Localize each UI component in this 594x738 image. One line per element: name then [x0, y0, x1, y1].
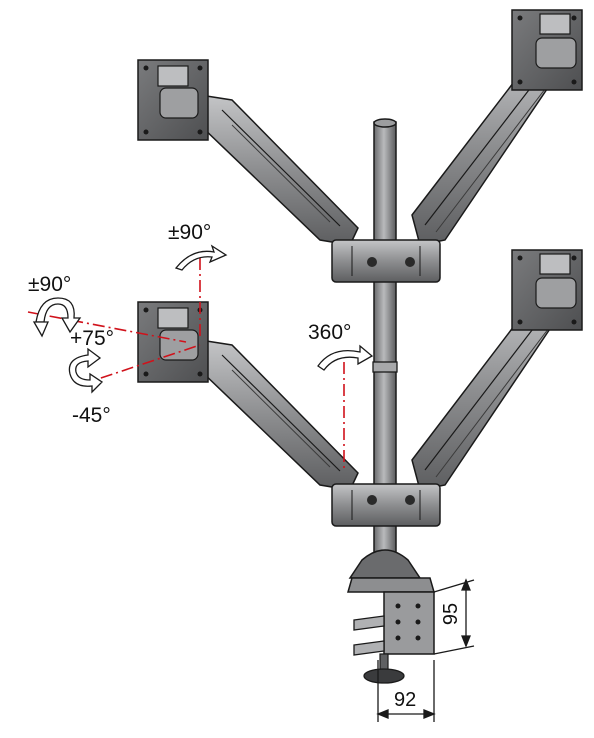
upper-collar: [331, 239, 441, 283]
pole-rotation-arrow-icon: [317, 344, 374, 371]
upper-left-vesa-plate: [137, 59, 209, 141]
clamp-width-dimension: 92: [394, 689, 417, 711]
center-pole: [372, 118, 398, 563]
lower-right-vesa-plate: [511, 249, 583, 331]
pole-rotation-label: 360°: [308, 321, 352, 344]
desk-clamp: [347, 549, 435, 684]
upper-right-vesa-plate: [511, 9, 583, 91]
swivel-arrow-icon: [32, 297, 82, 338]
pan-arrow-icon: [68, 347, 104, 394]
rotation-axes: [27, 258, 345, 470]
tilt-angle-label: ±90°: [168, 221, 212, 244]
upper-left-arm: [199, 94, 359, 246]
tilt-arrow-icon: [174, 244, 228, 271]
pan-down-angle-label: -45°: [72, 404, 111, 427]
swivel-angle-label: ±90°: [28, 273, 72, 296]
clamp-height-dimension: 95: [440, 602, 463, 626]
lower-left-arm: [199, 339, 359, 491]
pan-up-angle-label: +75°: [70, 327, 115, 350]
lower-left-vesa-plate: [137, 301, 209, 383]
dimension-lines: [376, 578, 475, 722]
lower-collar: [331, 483, 441, 527]
